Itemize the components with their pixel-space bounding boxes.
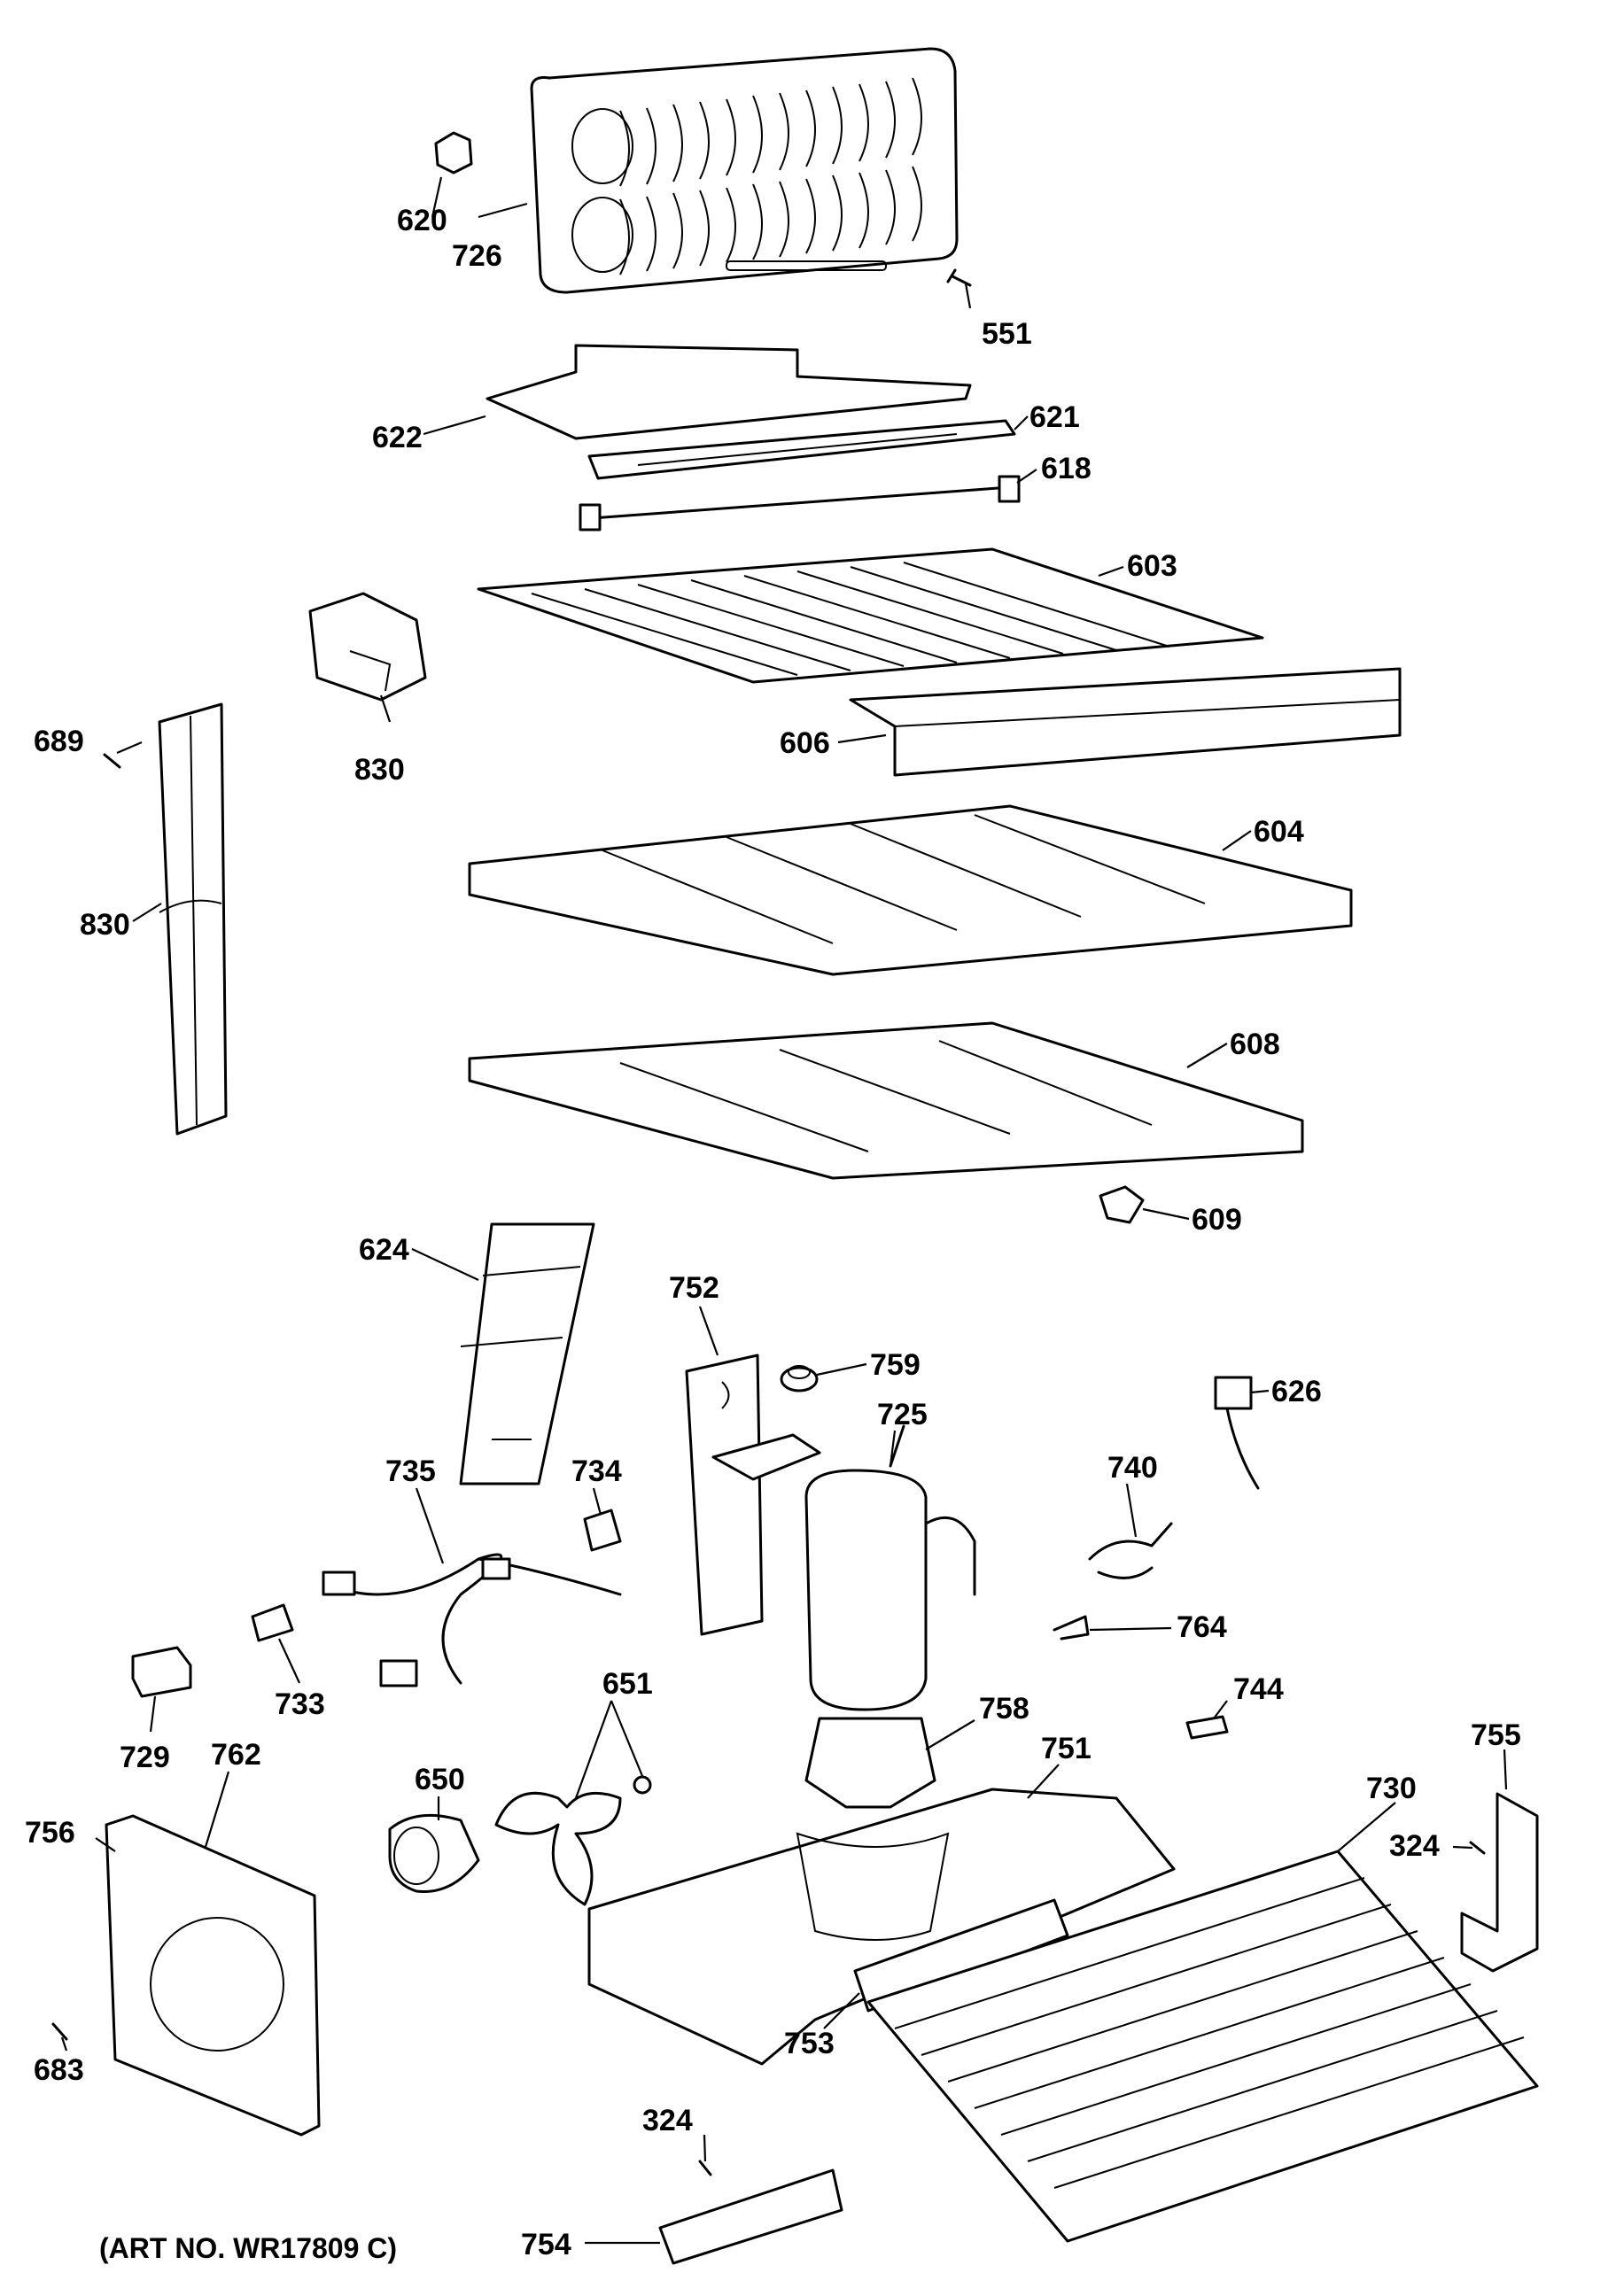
label-608: 608 <box>1230 1028 1280 1061</box>
screw-324-lower[interactable] <box>698 2160 712 2176</box>
capacitor-729[interactable] <box>131 1646 192 1698</box>
grommet-759[interactable] <box>780 1365 819 1392</box>
bracket-755[interactable] <box>1460 1792 1539 1973</box>
label-606: 606 <box>780 726 830 760</box>
clip-744[interactable] <box>1185 1715 1229 1740</box>
label-740: 740 <box>1107 1451 1158 1485</box>
mount-758[interactable] <box>804 1717 936 1809</box>
label-324-upper: 324 <box>1389 1829 1440 1863</box>
label-759: 759 <box>870 1348 921 1382</box>
label-755: 755 <box>1471 1718 1521 1752</box>
fan-motor-650[interactable] <box>388 1813 480 1894</box>
shelf-604[interactable] <box>468 804 1353 976</box>
part-labels: 620 726 551 622 621 618 603 830 689 830 … <box>25 204 1521 2261</box>
label-726: 726 <box>452 239 502 273</box>
fan-shroud-756[interactable] <box>105 1814 321 2137</box>
label-689: 689 <box>34 725 84 758</box>
screw-683[interactable] <box>51 2022 68 2041</box>
label-733: 733 <box>275 1687 325 1721</box>
label-620: 620 <box>397 204 447 237</box>
connector-733[interactable] <box>251 1603 294 1642</box>
label-651: 651 <box>602 1667 653 1701</box>
label-751: 751 <box>1041 1732 1092 1765</box>
label-756: 756 <box>25 1816 75 1850</box>
shelf-603[interactable] <box>477 547 1264 684</box>
label-764: 764 <box>1177 1610 1227 1644</box>
label-609: 609 <box>1192 1203 1242 1237</box>
screw-551[interactable] <box>946 268 972 287</box>
bracket-752[interactable] <box>685 1354 821 1636</box>
label-650: 650 <box>415 1763 465 1796</box>
clip-609[interactable] <box>1099 1185 1145 1224</box>
label-754: 754 <box>521 2228 571 2261</box>
compressor-725[interactable] <box>804 1424 976 1711</box>
label-729: 729 <box>120 1741 170 1774</box>
rail-753[interactable] <box>853 1898 1069 2013</box>
label-618: 618 <box>1041 452 1092 485</box>
label-324-lower: 324 <box>642 2104 693 2137</box>
label-604: 604 <box>1254 815 1304 849</box>
block-754[interactable] <box>658 2168 843 2265</box>
clip-620[interactable] <box>434 131 473 175</box>
label-734: 734 <box>571 1454 622 1488</box>
label-830-channel: 830 <box>80 908 130 942</box>
label-551: 551 <box>982 317 1032 351</box>
label-830-damper: 830 <box>354 753 405 787</box>
label-752: 752 <box>669 1271 719 1305</box>
clip-764[interactable] <box>1053 1615 1090 1641</box>
heater-strip-621[interactable] <box>587 419 1016 480</box>
cord-626[interactable] <box>1214 1376 1260 1490</box>
fan-blade-651[interactable] <box>494 1775 652 1906</box>
label-621: 621 <box>1029 400 1080 434</box>
label-753: 753 <box>784 2027 835 2060</box>
screw-324-upper[interactable] <box>1469 1841 1486 1855</box>
label-683: 683 <box>34 2053 84 2087</box>
relay-734[interactable] <box>583 1509 622 1552</box>
heater-rod-618[interactable] <box>579 475 1021 531</box>
label-725: 725 <box>877 1398 928 1431</box>
tray-606[interactable] <box>849 667 1402 777</box>
label-603: 603 <box>1127 549 1177 583</box>
screw-689[interactable] <box>103 753 121 769</box>
clip-740[interactable] <box>1088 1522 1173 1579</box>
leader-lines <box>60 176 1508 2245</box>
label-730: 730 <box>1366 1772 1417 1805</box>
label-735: 735 <box>385 1454 436 1488</box>
damper-control-830[interactable] <box>308 592 427 702</box>
art-number-caption: (ART NO. WR17809 C) <box>99 2232 398 2264</box>
label-762: 762 <box>211 1738 261 1772</box>
label-626: 626 <box>1271 1375 1322 1408</box>
wire-harness-735[interactable] <box>322 1553 622 1687</box>
pan-608[interactable] <box>468 1021 1304 1180</box>
duct-624[interactable] <box>459 1222 595 1485</box>
condenser-730[interactable] <box>866 1850 1539 2243</box>
bracket-plate-622[interactable] <box>486 344 972 440</box>
evaporator-coil-726[interactable] <box>530 47 959 294</box>
label-758: 758 <box>979 1692 1029 1726</box>
label-624: 624 <box>359 1233 409 1267</box>
label-744: 744 <box>1233 1672 1284 1706</box>
channel-830[interactable] <box>158 702 228 1136</box>
label-622: 622 <box>372 421 423 454</box>
